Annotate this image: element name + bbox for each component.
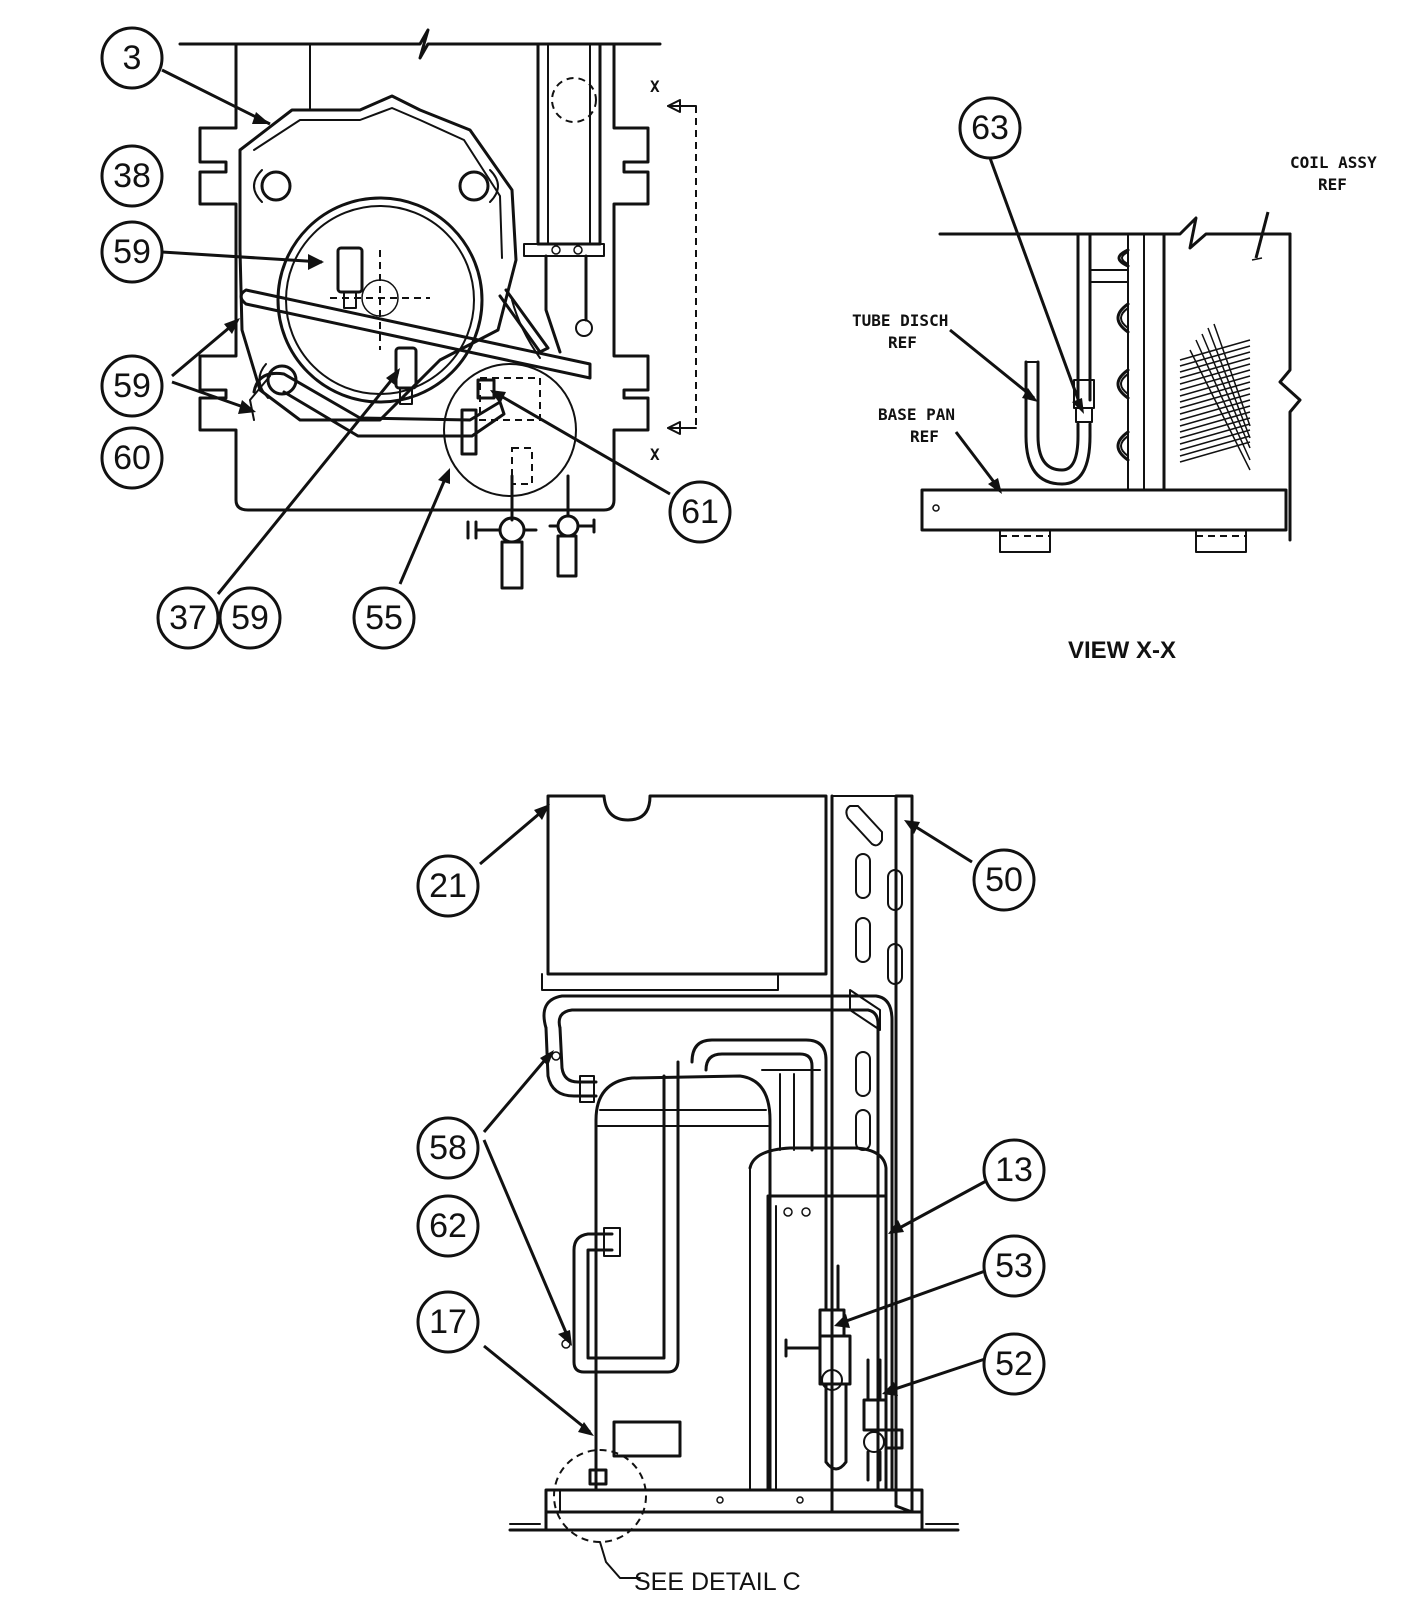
callout-37: 37 — [156, 586, 220, 650]
section-mark-top: X — [650, 77, 660, 96]
svg-text:55: 55 — [365, 599, 403, 637]
svg-text:21: 21 — [429, 867, 467, 905]
callout-59: 59 — [100, 220, 164, 284]
callout-59: 59 — [218, 586, 282, 650]
front-view-drawing — [508, 794, 960, 1579]
svg-text:13: 13 — [995, 1151, 1033, 1189]
see-detail-c-note: SEE DETAIL C — [634, 1568, 801, 1596]
callout-63: 63 — [958, 96, 1022, 160]
view-xx-leaders — [949, 157, 1270, 494]
svg-text:59: 59 — [113, 367, 151, 405]
top-view-leaders — [161, 68, 671, 595]
view-title: VIEW X-X — [1068, 637, 1176, 664]
svg-text:62: 62 — [429, 1207, 467, 1245]
section-mark-bottom: X — [650, 445, 660, 464]
callout-50: 50 — [972, 848, 1036, 912]
top-view-drawing: X X — [178, 28, 697, 590]
svg-text:63: 63 — [971, 109, 1009, 147]
coil-assy-ref-label-2: REF — [1318, 175, 1347, 194]
svg-text:59: 59 — [231, 599, 269, 637]
svg-text:38: 38 — [113, 157, 151, 195]
callout-60: 60 — [100, 426, 164, 490]
coil-assy-ref-label: COIL ASSY — [1290, 153, 1377, 172]
callout-62: 62 — [416, 1194, 480, 1258]
callout-3: 3 — [100, 26, 164, 90]
base-pan-ref-label: BASE PAN — [878, 405, 955, 424]
svg-text:58: 58 — [429, 1129, 467, 1167]
callout-17: 17 — [416, 1290, 480, 1354]
callout-52: 52 — [982, 1332, 1046, 1396]
svg-text:60: 60 — [113, 439, 151, 477]
callout-58: 58 — [416, 1116, 480, 1180]
svg-text:61: 61 — [681, 493, 719, 531]
tube-disch-ref-label: TUBE DISCH — [852, 311, 948, 330]
tube-disch-ref-label-2: REF — [888, 333, 917, 352]
svg-text:17: 17 — [429, 1303, 467, 1341]
callout-55: 55 — [352, 586, 416, 650]
callout-59: 59 — [100, 354, 164, 418]
callout-53: 53 — [982, 1234, 1046, 1298]
front-view-leaders — [479, 804, 989, 1436]
svg-text:52: 52 — [995, 1345, 1033, 1383]
svg-text:59: 59 — [113, 233, 151, 271]
callout-61: 61 — [668, 480, 732, 544]
svg-text:50: 50 — [985, 861, 1023, 899]
svg-text:37: 37 — [169, 599, 207, 637]
svg-text:53: 53 — [995, 1247, 1033, 1285]
callout-38: 38 — [100, 144, 164, 208]
callout-13: 13 — [982, 1138, 1046, 1202]
callout-21: 21 — [416, 854, 480, 918]
svg-text:3: 3 — [123, 39, 142, 77]
view-xx-drawing — [920, 216, 1302, 553]
base-pan-ref-label-2: REF — [910, 427, 939, 446]
